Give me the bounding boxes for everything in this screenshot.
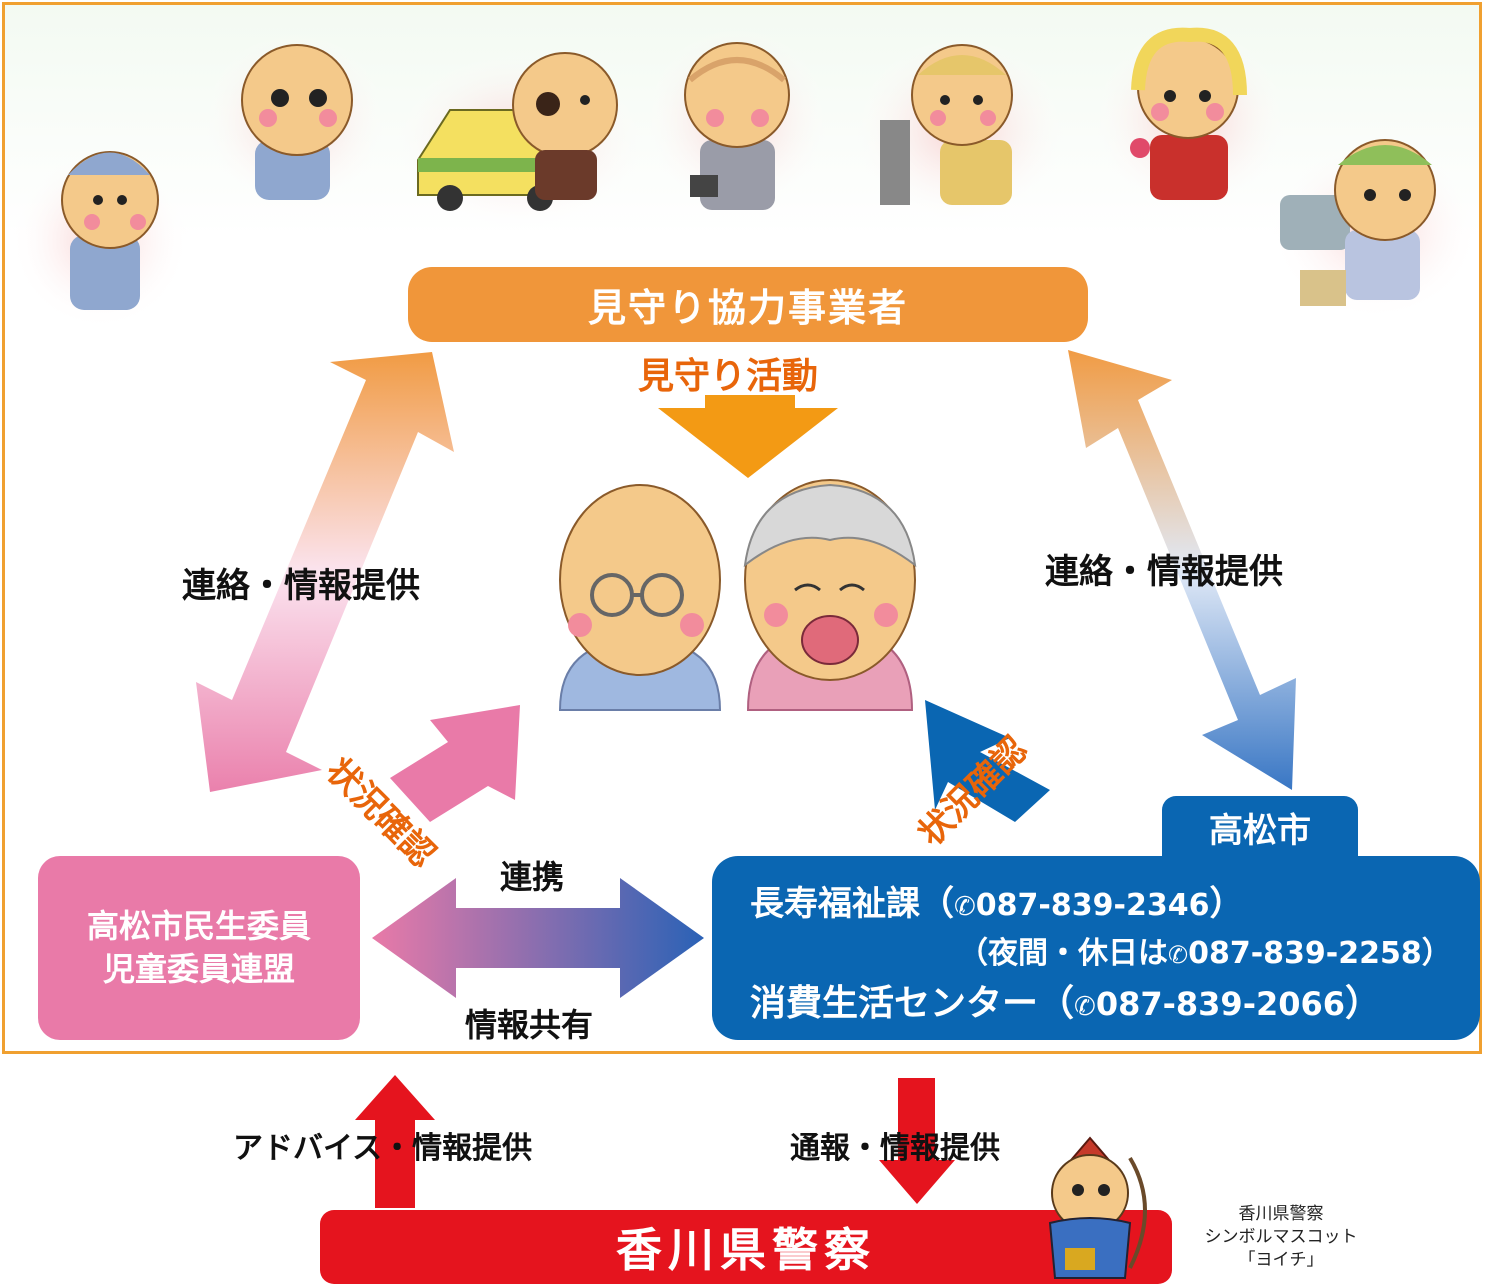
city-office-box: 長寿福祉課（✆087-839-2346） （夜間・休日は✆087-839-225… <box>712 856 1480 1040</box>
night-prefix: （夜間・休日は <box>958 936 1168 971</box>
report-down-arrow <box>879 1078 955 1204</box>
character-meter-reader <box>10 150 190 330</box>
city-row-welfare: 長寿福祉課（✆087-839-2346） <box>750 884 1244 924</box>
phone-icon: ✆ <box>954 892 976 922</box>
character-taxi-driver <box>390 50 650 230</box>
partner-characters-illustration <box>10 25 1480 330</box>
city-row-consumer: 消費生活センター（✆087-839-2066） <box>750 983 1382 1024</box>
minsei-committee-box: 高松市民生委員 児童委員連盟 <box>38 856 360 1040</box>
elderly-couple-illustration <box>558 479 917 711</box>
welfare-phone[interactable]: 087-839-2346 <box>975 888 1210 923</box>
consumer-center-name: 消費生活センター（ <box>750 983 1075 1024</box>
right-double-arrow <box>1068 350 1296 790</box>
link-top-label: 連携 <box>500 858 565 896</box>
contact-left-label: 連絡・情報提供 <box>182 566 420 606</box>
character-florist <box>1090 25 1290 215</box>
phone-icon: ✆ <box>1074 992 1096 1022</box>
link-bottom-label: 情報共有 <box>465 1006 594 1044</box>
minsei-line1: 高松市民生委員 <box>86 906 311 945</box>
activity-down-arrow <box>658 395 838 478</box>
character-postman <box>200 30 390 210</box>
police-banner: 香川県警察 <box>320 1210 1172 1284</box>
mascot-caption: 香川県警察 シンボルマスコット 「ヨイチ」 <box>1196 1203 1366 1272</box>
mascot-line3: 「ヨイチ」 <box>1238 1249 1324 1270</box>
advice-up-arrow <box>355 1075 435 1208</box>
advice-label: アドバイス・情報提供 <box>233 1131 533 1166</box>
city-tab: 高松市 <box>1162 796 1358 858</box>
minsei-line2: 児童委員連盟 <box>102 950 295 988</box>
city-row-night: （夜間・休日は✆087-839-2258） <box>958 936 1452 971</box>
character-delivery-worker <box>1270 139 1480 320</box>
activity-label: 見守り活動 <box>638 356 819 397</box>
left-double-arrow <box>196 352 454 792</box>
consumer-phone[interactable]: 087-839-2066 <box>1095 985 1346 1023</box>
character-office-worker <box>642 25 832 215</box>
link-double-arrow <box>372 878 704 998</box>
contact-right-label: 連絡・情報提供 <box>1045 552 1283 592</box>
phone-icon: ✆ <box>1168 941 1189 969</box>
mascot-yoichi-illustration <box>1048 1136 1147 1279</box>
status-left-arrow <box>390 705 520 822</box>
mascot-line2: シンボルマスコット <box>1204 1226 1358 1247</box>
status-right-arrow <box>925 700 1050 822</box>
partners-banner: 見守り協力事業者 <box>408 267 1088 342</box>
mascot-line1: 香川県警察 <box>1238 1204 1324 1224</box>
report-label: 通報・情報提供 <box>790 1131 1000 1166</box>
character-construction-worker <box>850 35 1070 225</box>
welfare-dept-name: 長寿福祉課（ <box>750 884 954 924</box>
night-phone[interactable]: 087-839-2258 <box>1188 936 1422 971</box>
